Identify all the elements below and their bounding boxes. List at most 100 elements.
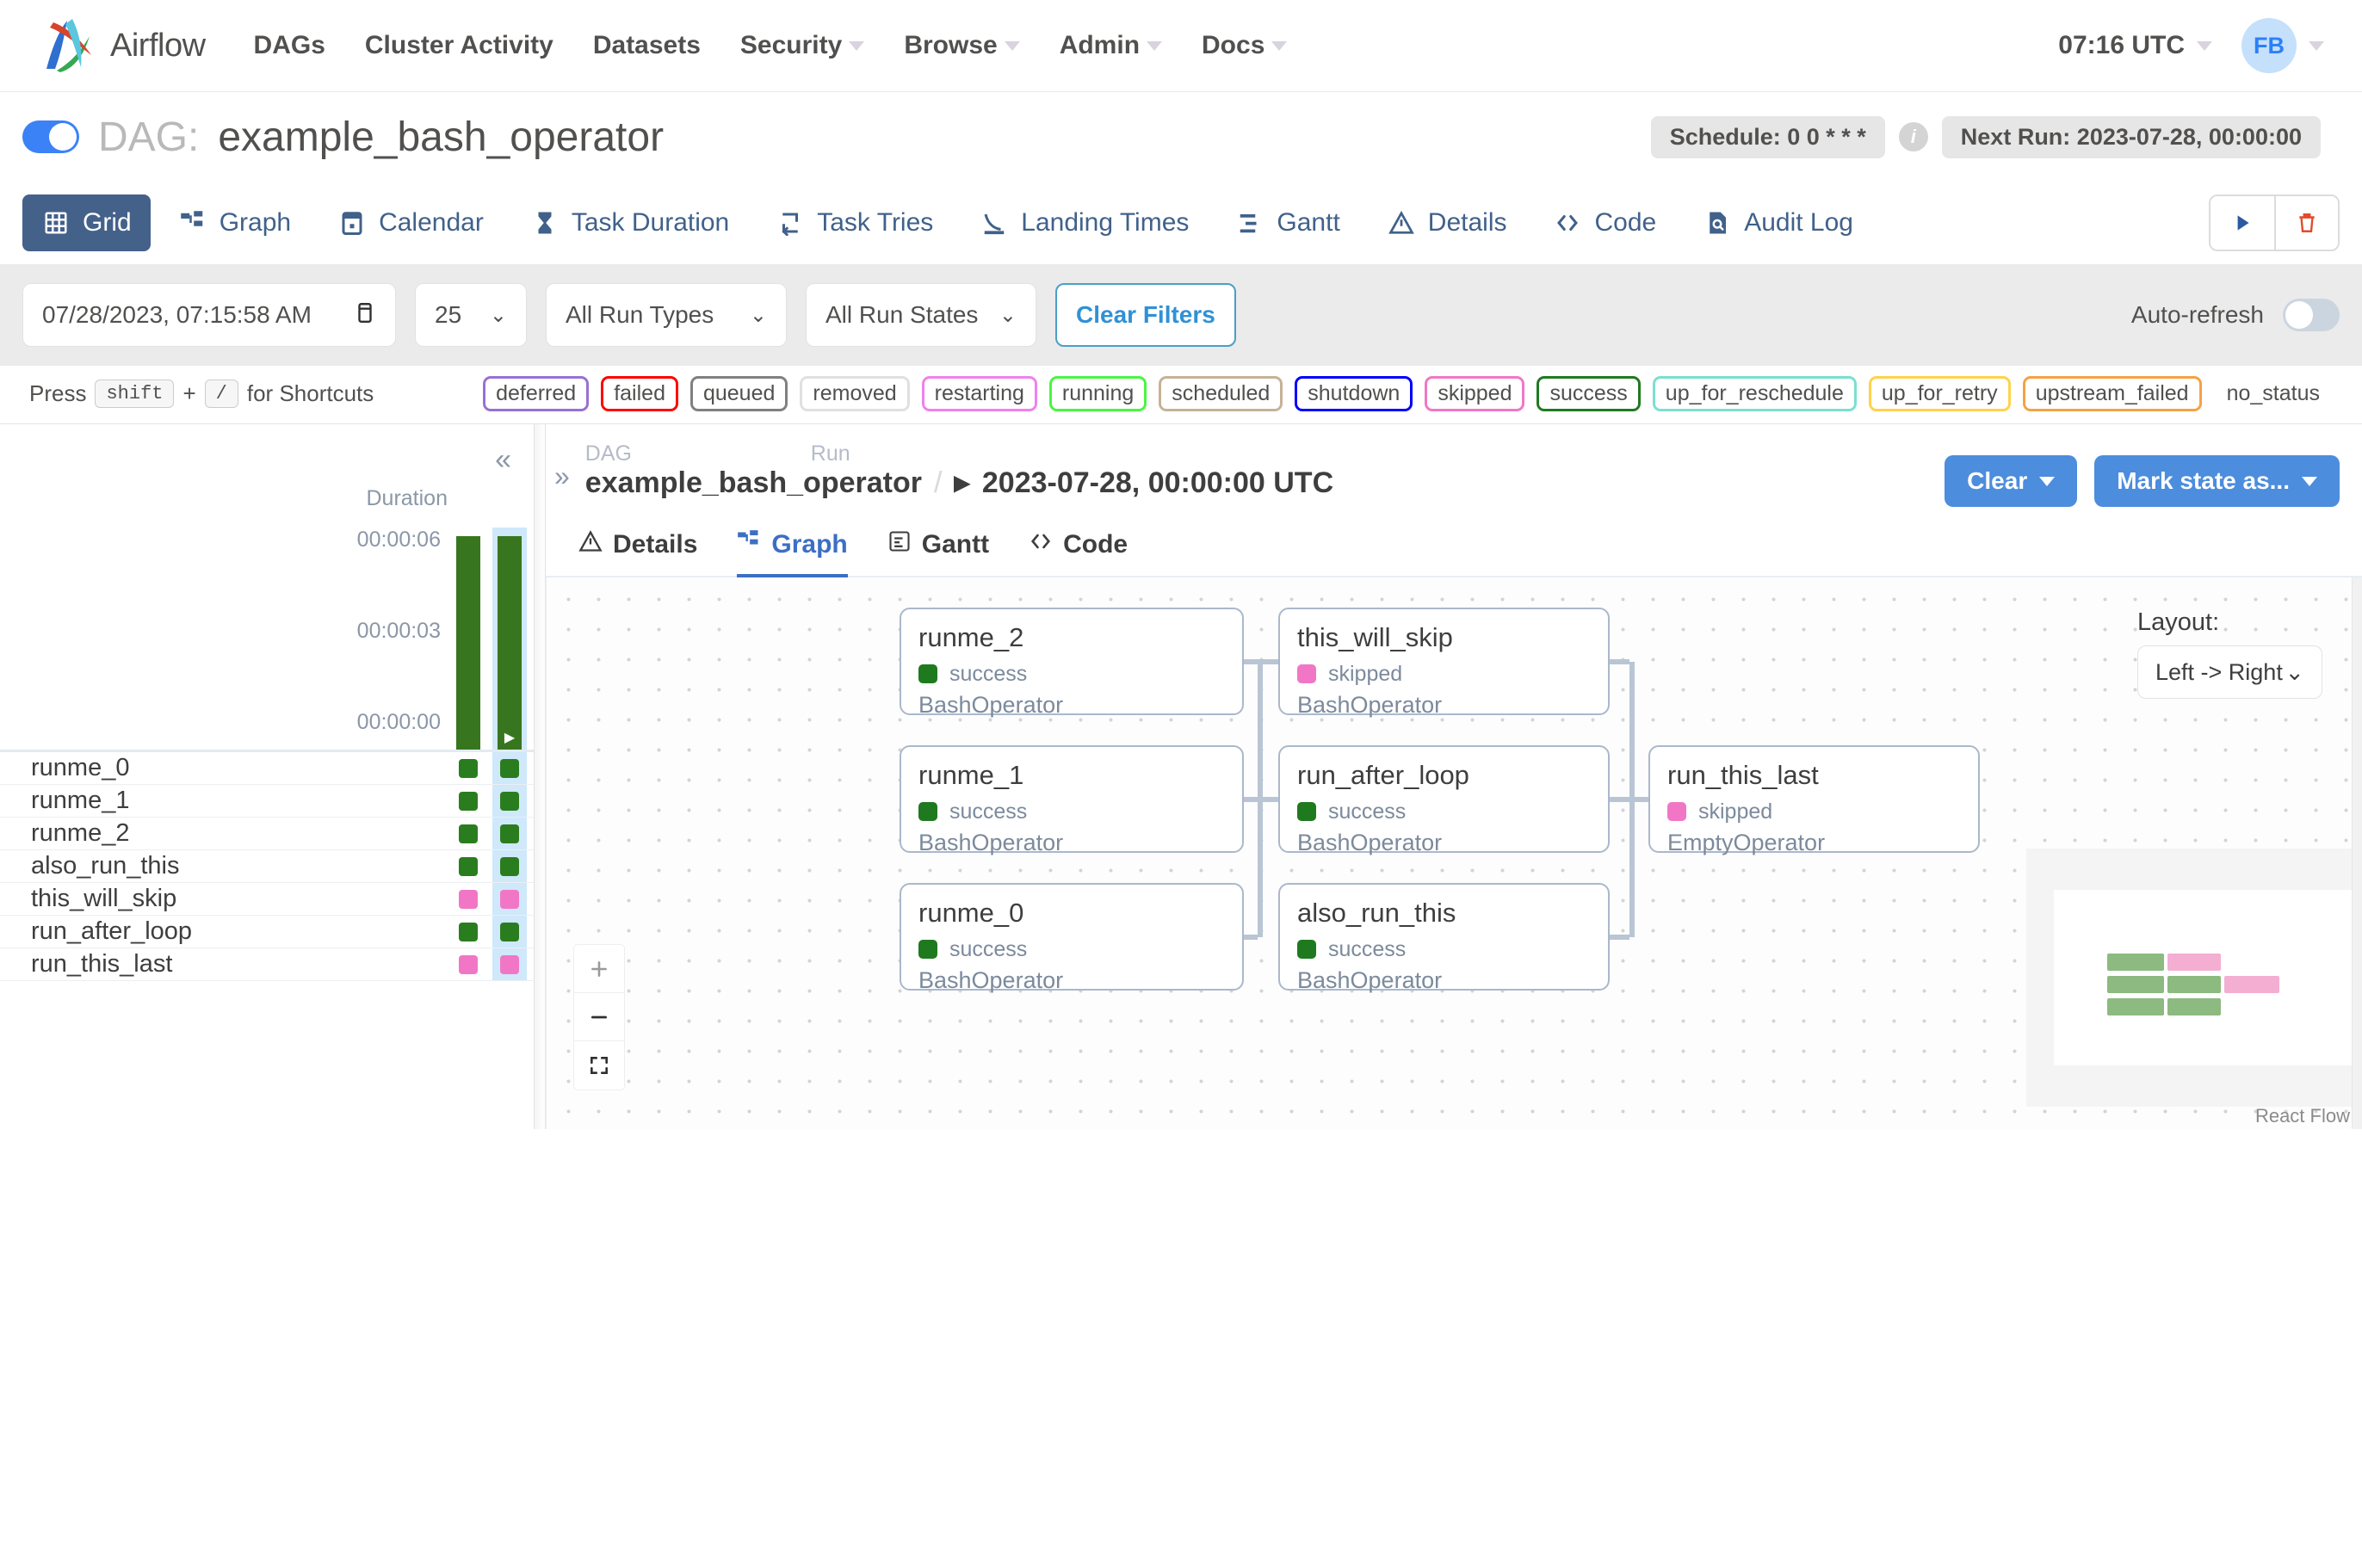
mark-state-button[interactable]: Mark state as... — [2094, 455, 2340, 507]
task-state-cell[interactable] — [492, 752, 527, 784]
task-state-cell[interactable] — [451, 785, 485, 817]
task-row[interactable]: run_after_loop — [0, 916, 534, 948]
task-state-cell[interactable] — [451, 752, 485, 784]
duration-bar-column[interactable]: ▶ — [492, 528, 527, 750]
task-row[interactable]: runme_0 — [0, 752, 534, 785]
task-row[interactable]: also_run_this — [0, 850, 534, 883]
task-state-cell[interactable] — [451, 850, 485, 882]
runs-count-select[interactable]: 25 ⌄ — [415, 283, 527, 347]
legend-badge-up_for_reschedule[interactable]: up_for_reschedule — [1652, 376, 1857, 411]
run-date-input[interactable]: 07/28/2023, 07:15:58 AM — [22, 283, 396, 347]
legend-badge-deferred[interactable]: deferred — [483, 376, 590, 411]
canvas-scrollbar[interactable] — [2352, 577, 2362, 1129]
nav-item-cluster-activity[interactable]: Cluster Activity — [365, 31, 553, 60]
breadcrumb-text: DAG Run example_bash_operator / ▶ 2023-0… — [585, 441, 1333, 500]
nav-item-dags[interactable]: DAGs — [254, 31, 325, 60]
tab-task-tries[interactable]: Task Tries — [757, 194, 952, 251]
legend-badge-up_for_retry[interactable]: up_for_retry — [1868, 376, 2011, 411]
subtab-code[interactable]: Code — [1029, 529, 1128, 578]
nav-item-browse[interactable]: Browse — [904, 31, 1020, 60]
run-type-select[interactable]: All Run Types ⌄ — [546, 283, 787, 347]
task-state-cell[interactable] — [451, 883, 485, 915]
legend-badge-running[interactable]: running — [1048, 376, 1147, 411]
tab-details[interactable]: Details — [1368, 194, 1526, 251]
tab-landing-times[interactable]: Landing Times — [961, 194, 1208, 251]
task-row[interactable]: runme_1 — [0, 785, 534, 818]
task-row[interactable]: this_will_skip — [0, 883, 534, 916]
nav-item-security[interactable]: Security — [740, 31, 865, 60]
pane-divider[interactable] — [534, 424, 546, 1129]
tab-graph[interactable]: Graph — [159, 194, 310, 251]
axis-tick-min: 00:00:00 — [356, 710, 441, 734]
tab-calendar[interactable]: Calendar — [318, 194, 503, 251]
legend-badge-no_status[interactable]: no_status — [2213, 376, 2333, 411]
task-state-cell[interactable] — [492, 850, 527, 882]
airflow-brand[interactable]: Airflow — [38, 17, 206, 74]
breadcrumb-run-value[interactable]: 2023-07-28, 00:00:00 UTC — [981, 466, 1334, 499]
tab-grid[interactable]: Grid — [22, 194, 151, 251]
subtab-gantt[interactable]: Gantt — [887, 529, 989, 578]
legend-badge-shutdown[interactable]: shutdown — [1295, 376, 1413, 411]
task-state-cell[interactable] — [451, 916, 485, 948]
task-row[interactable]: run_this_last — [0, 948, 534, 981]
zoom-out-button[interactable] — [574, 993, 624, 1041]
legend-badge-failed[interactable]: failed — [601, 376, 678, 411]
subtab-graph[interactable]: Graph — [737, 529, 848, 578]
legend-badge-queued[interactable]: queued — [689, 376, 788, 411]
calendar-icon — [354, 299, 376, 331]
layout-select[interactable]: Left -> Right ⌄ — [2137, 645, 2322, 699]
legend-badge-upstream_failed[interactable]: upstream_failed — [2022, 376, 2202, 411]
collapse-left-icon[interactable]: « — [495, 443, 511, 476]
utc-clock[interactable]: 07:16 UTC — [2058, 31, 2212, 60]
legend-badge-skipped[interactable]: skipped — [1425, 376, 1525, 411]
graph-minimap[interactable] — [2026, 849, 2362, 1107]
user-menu[interactable]: FB — [2241, 18, 2324, 73]
legend-badge-success[interactable]: success — [1537, 376, 1641, 411]
run-state-select[interactable]: All Run States ⌄ — [806, 283, 1036, 347]
minimap-node — [2224, 976, 2279, 993]
expand-right-icon[interactable]: » — [554, 460, 570, 491]
tab-gantt[interactable]: Gantt — [1216, 194, 1358, 251]
legend-badge-scheduled[interactable]: scheduled — [1159, 376, 1283, 411]
task-state-cell[interactable] — [492, 916, 527, 948]
info-icon[interactable]: i — [1898, 122, 1928, 151]
fit-view-button[interactable] — [574, 1041, 624, 1090]
legend-badge-restarting[interactable]: restarting — [921, 376, 1037, 411]
auto-refresh-toggle[interactable] — [2283, 299, 2340, 331]
breadcrumb-dag-value[interactable]: example_bash_operator — [584, 466, 922, 499]
task-state-cell[interactable] — [451, 948, 485, 980]
content-split: « Duration 00:00:06 00:00:03 00:00:00 ▶ … — [0, 423, 2362, 1129]
tab-audit-log[interactable]: Audit Log — [1684, 194, 1872, 251]
task-state-cell[interactable] — [492, 883, 527, 915]
delete-dag-button[interactable] — [2274, 196, 2338, 250]
tab-code[interactable]: Code — [1534, 194, 1675, 251]
dag-pause-toggle[interactable] — [22, 120, 79, 153]
node-operator: BashOperator — [918, 829, 1064, 855]
subtab-details[interactable]: Details — [578, 529, 697, 578]
trigger-dag-button[interactable] — [2211, 196, 2274, 250]
nav-item-admin[interactable]: Admin — [1060, 31, 1163, 60]
task-state-cell[interactable] — [492, 818, 527, 849]
clear-filters-button[interactable]: Clear Filters — [1055, 283, 1236, 347]
axis-tick-max: 00:00:06 — [356, 528, 441, 552]
task-state-cell[interactable] — [492, 785, 527, 817]
nav-item-datasets[interactable]: Datasets — [593, 31, 701, 60]
nav-item-docs[interactable]: Docs — [1202, 31, 1288, 60]
duration-bar-column[interactable] — [451, 528, 485, 750]
legend-badge-removed[interactable]: removed — [800, 376, 910, 411]
clear-filters-label: Clear Filters — [1076, 301, 1215, 328]
task-row[interactable]: runme_2 — [0, 818, 534, 850]
task-state-cell[interactable] — [451, 818, 485, 849]
tab-task-duration[interactable]: Task Duration — [511, 194, 748, 251]
zoom-in-button[interactable] — [574, 945, 624, 993]
clear-button[interactable]: Clear — [1945, 455, 2078, 507]
task-state-cell[interactable] — [492, 948, 527, 980]
